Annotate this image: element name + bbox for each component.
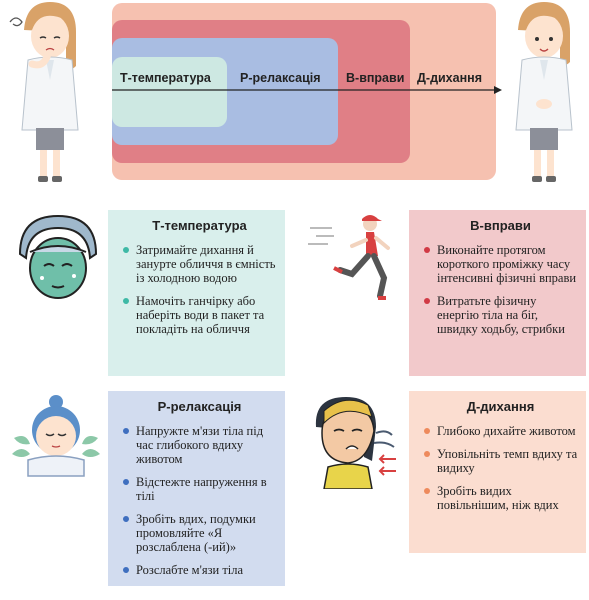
list-item: Витратьте фізичну енергію тіла на біг, ш…	[423, 294, 578, 336]
stage-label-t: Т-температура	[120, 71, 211, 85]
calm-doctor-icon	[515, 2, 573, 182]
stage-t-area	[112, 57, 227, 127]
face-mask-icon	[18, 214, 98, 299]
card-list: Виконайте протягом короткого проміжку ча…	[423, 243, 578, 336]
list-item: Виконайте протягом короткого проміжку ча…	[423, 243, 578, 285]
list-item: Глибоко дихайте животом	[423, 424, 578, 438]
list-item: Затримайте дихання й занурте обличчя в є…	[122, 243, 277, 285]
relaxing-person-icon	[12, 395, 100, 477]
card-breathing: Д-дихання Глибоко дихайте животом Уповіл…	[409, 391, 586, 553]
card-relaxation: Р-релаксація Напружте м'язи тіла під час…	[108, 391, 285, 586]
list-item: Розслабте м'язи тіла	[122, 563, 277, 577]
list-item: Зробіть вдих, подумки промовляйте «Я роз…	[122, 512, 277, 554]
breathing-person-icon	[315, 397, 396, 489]
list-item: Уповільніть темп вдиху та видиху	[423, 447, 578, 475]
worried-doctor-icon	[9, 2, 79, 182]
card-title: В-вправи	[470, 218, 531, 233]
runner-icon	[308, 215, 390, 300]
stage-label-p: Р-релаксація	[240, 71, 321, 85]
card-list: Глибоко дихайте животом Уповільніть темп…	[423, 424, 578, 512]
card-list: Затримайте дихання й занурте обличчя в є…	[122, 243, 277, 336]
progress-arrow-icon	[112, 86, 502, 94]
card-title: Т-температура	[152, 218, 247, 233]
list-item: Намочіть ганчірку або наберіть води в па…	[122, 294, 277, 336]
card-exercise: В-вправи Виконайте протягом короткого пр…	[409, 210, 586, 376]
card-temperature: Т-температура Затримайте дихання й занур…	[108, 210, 285, 376]
card-title: Д-дихання	[466, 399, 535, 414]
list-item: Зробіть видих повільнішим, ніж вдих	[423, 484, 578, 512]
list-item: Напружте м'язи тіла під час глибокого вд…	[122, 424, 277, 466]
stage-label-v: В-вправи	[346, 71, 405, 85]
card-list: Напружте м'язи тіла під час глибокого вд…	[122, 424, 277, 577]
stage-label-d: Д-дихання	[417, 71, 482, 85]
card-title: Р-релаксація	[157, 399, 242, 414]
list-item: Відстежте напруження в тілі	[122, 475, 277, 503]
